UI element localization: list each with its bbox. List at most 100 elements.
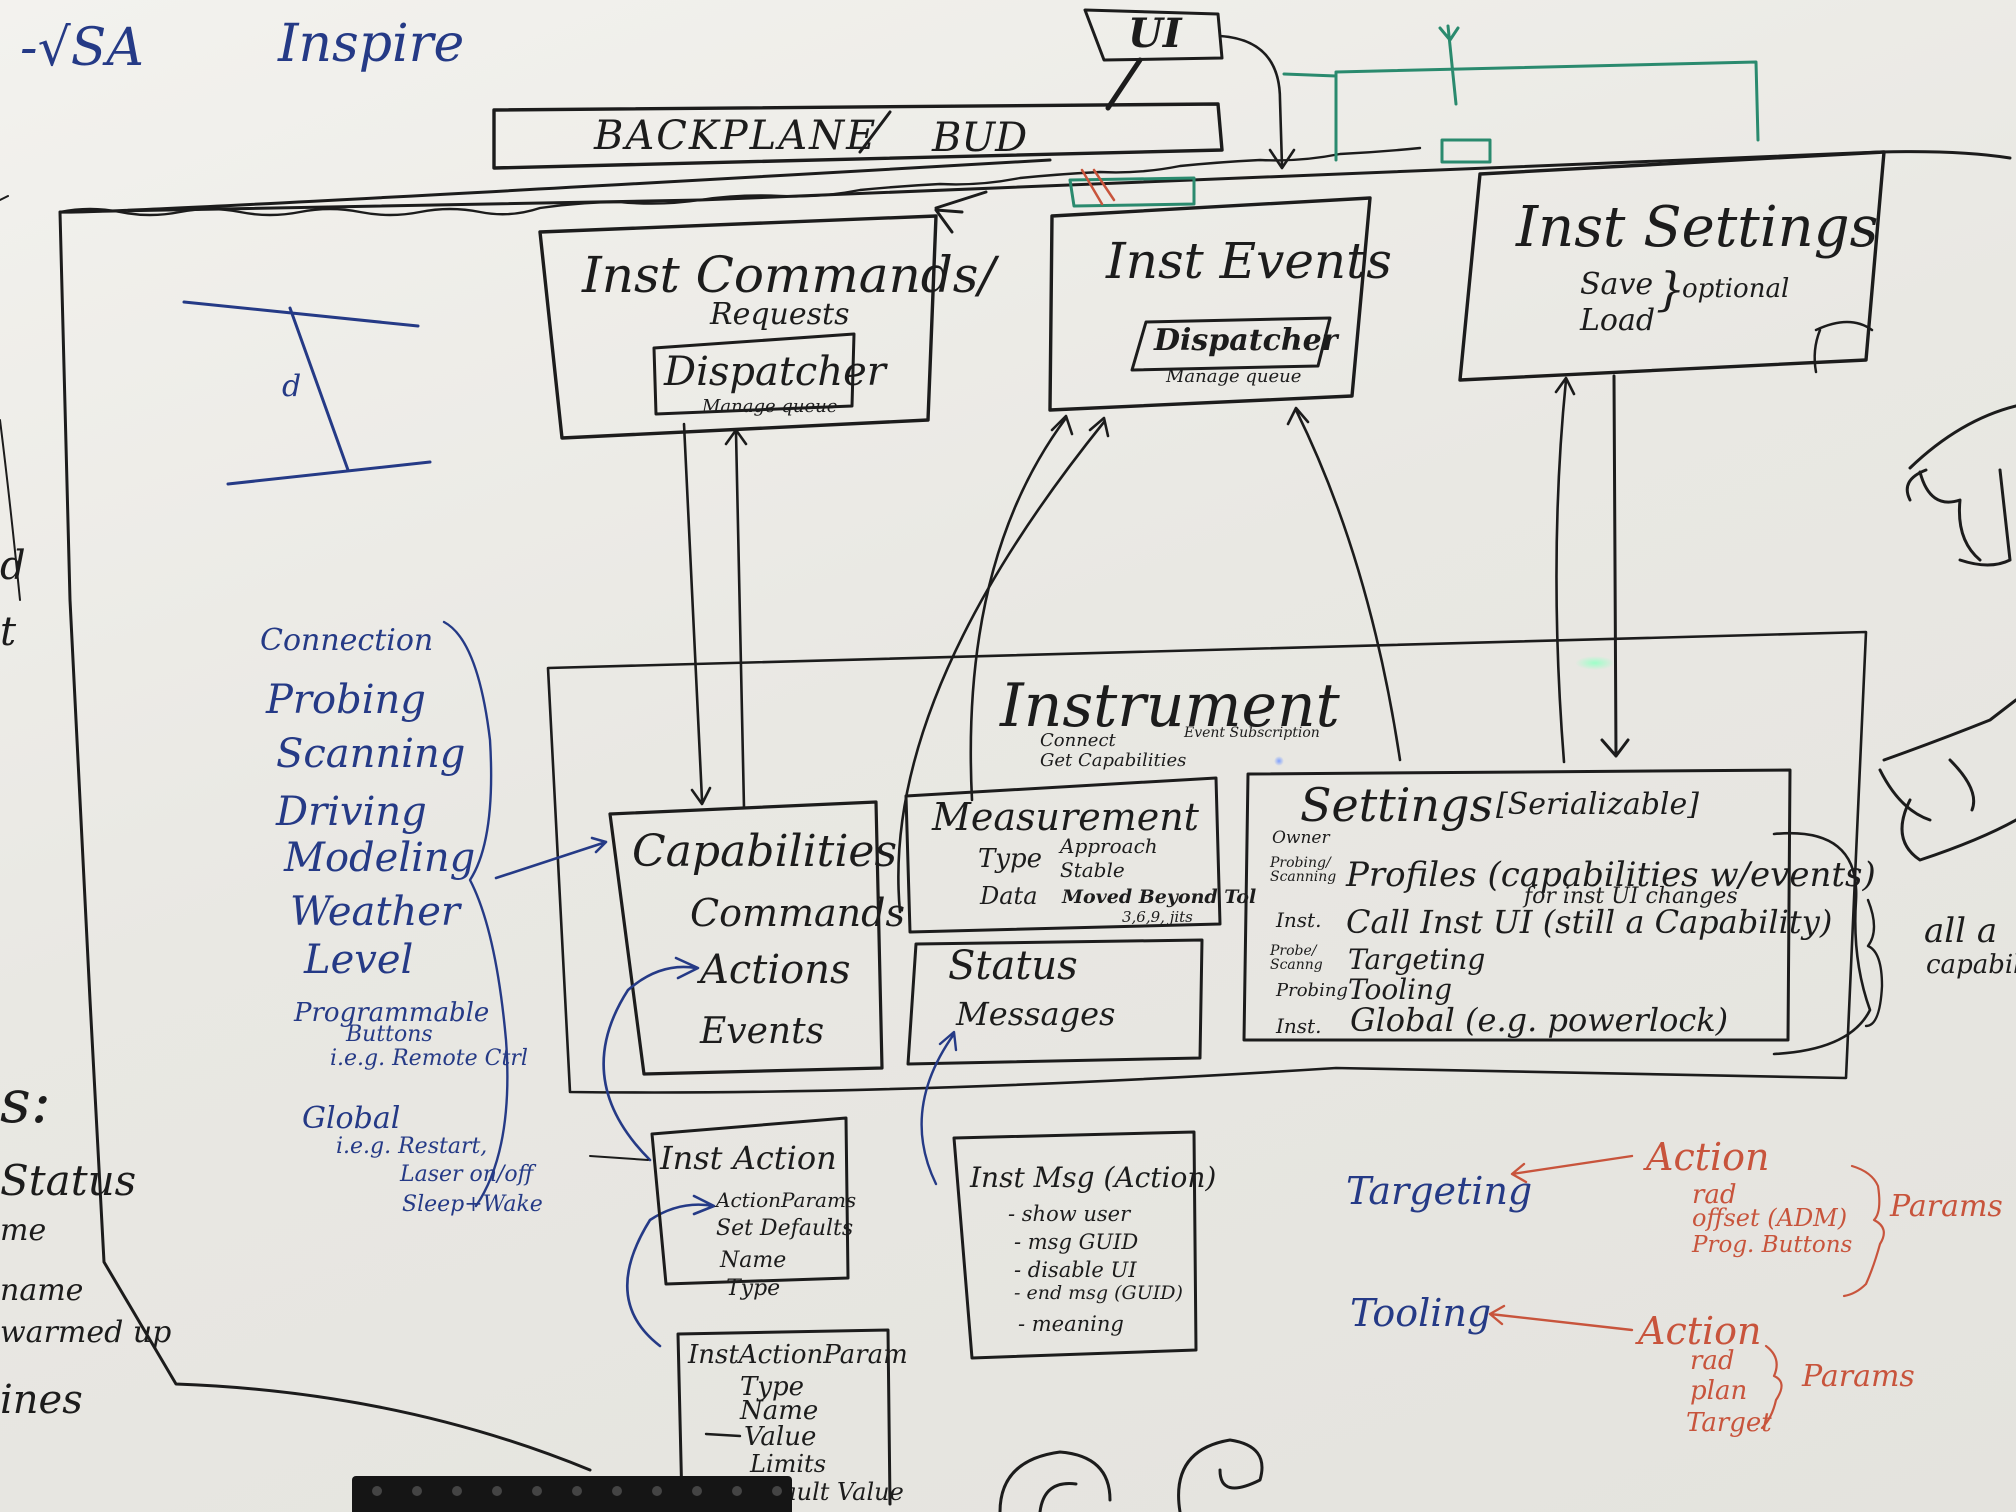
settings-row-text: Targeting: [1348, 943, 1486, 976]
led-reflection: [1575, 656, 1615, 670]
board-mount-bracket: [352, 1476, 792, 1512]
inst-events-box: [1048, 196, 1372, 412]
d-label: d: [282, 369, 302, 404]
inst-action-field: Set Defaults: [716, 1216, 854, 1241]
settings-tag: [Serializable]: [1496, 787, 1699, 822]
inst-action-field: Name: [720, 1248, 787, 1273]
right-note-line2: capabili: [1926, 950, 2016, 980]
capability-item: Level: [304, 937, 414, 983]
inst-msg-field: - show user: [1008, 1202, 1131, 1226]
instrument-event-subscription: Event Subscription: [1184, 725, 1320, 741]
inst-settings-brace: }: [1656, 262, 1686, 316]
measurement-title: Measurement: [932, 795, 1199, 839]
settings-row-owner: Probe/ Scanng: [1270, 943, 1323, 973]
targeting-param: Prog. Buttons: [1692, 1232, 1853, 1258]
settings-row-text: Global (e.g. powerlock): [1350, 1001, 1729, 1039]
backplane-bar: [492, 102, 1224, 170]
measurement-box: [904, 776, 1222, 934]
inst-settings-title: Inst Settings: [1516, 195, 1879, 260]
left-edge-fragment: t: [0, 609, 17, 655]
capabilities-item: Actions: [700, 947, 851, 993]
measurement-moved-beyond: Moved Beyond Tol: [1062, 886, 1257, 908]
inst-action-title: Inst Action: [660, 1139, 837, 1177]
capability-remote: i.e.g. Remote Ctrl: [330, 1046, 528, 1071]
settings-row-owner: Probing/ Scanning: [1270, 855, 1337, 885]
inst-msg-title: Inst Msg (Action): [970, 1161, 1217, 1194]
measurement-data: Data: [980, 882, 1038, 910]
inst-commands-box: [538, 214, 938, 440]
green-connector: [1068, 24, 1760, 208]
tooling-brace-label: Params: [1802, 1359, 1915, 1394]
settings-owner-label: Owner: [1272, 828, 1330, 848]
targeting-action: Action: [1646, 1135, 1770, 1179]
targeting-brace-label: Params: [1890, 1189, 2003, 1224]
inst-action-param-field: Limits: [750, 1450, 827, 1478]
inst-msg-field: - msg GUID: [1014, 1230, 1139, 1254]
ui-tag-shape: [1083, 8, 1224, 62]
status-messages: Messages: [956, 995, 1116, 1033]
sa-label: -√SA: [20, 18, 144, 78]
left-edge-fragment: ines: [0, 1377, 83, 1423]
instrument-get-capabilities: Get Capabilities: [1040, 750, 1187, 771]
instrument-connect: Connect: [1040, 730, 1116, 751]
targeting-label: Targeting: [1346, 1169, 1533, 1213]
capabilities-item: Commands: [690, 891, 905, 935]
tooling-param: plan: [1690, 1376, 1748, 1406]
inst-commands-dispatcher: Dispatcher: [664, 349, 886, 395]
capability-item: Modeling: [284, 835, 476, 881]
bud-label: BUD: [932, 115, 1028, 161]
settings-row-text: Profiles (capabilities w/events): [1346, 855, 1876, 895]
instrument-box: [546, 630, 1868, 1094]
left-edge-fragment: name: [0, 1273, 84, 1308]
inst-commands-title: Inst Commands/: [582, 246, 996, 304]
settings-row-text: Call Inst UI (still a Capability): [1346, 903, 1833, 941]
targeting-param: rad: [1692, 1180, 1737, 1210]
inst-action-param-field: Name: [740, 1396, 819, 1426]
inst-action-box: [650, 1116, 850, 1286]
inst-msg-field: - meaning: [1018, 1312, 1124, 1336]
capability-programmable: Programmable: [294, 998, 490, 1028]
capabilities-item: Events: [700, 1011, 825, 1052]
capability-item: Connection: [260, 623, 434, 658]
inst-events-dispatcher: Dispatcher: [1154, 323, 1338, 358]
inst-action-param-field: Value: [744, 1422, 817, 1452]
measurement-sub-note: 3,6,9, jits: [1122, 908, 1193, 926]
led-reflection-blue: [1274, 756, 1284, 766]
settings-row-owner: Probing: [1276, 980, 1348, 1001]
capability-buttons: Buttons: [346, 1022, 433, 1047]
settings-row-sub: for inst UI changes: [1524, 884, 1738, 909]
left-edge-fragment: warmed up: [0, 1315, 172, 1350]
capability-item: Probing: [266, 677, 426, 723]
settings-row-text: Tooling: [1348, 973, 1453, 1006]
left-edge-fragment: me: [0, 1213, 47, 1248]
settings-row-owner: Inst.: [1276, 1014, 1322, 1038]
capability-global: Global: [302, 1101, 401, 1136]
inst-commands-queue: Manage queue: [702, 396, 838, 417]
tooling-param: Target: [1686, 1408, 1772, 1438]
left-edge-fragment: Status: [0, 1156, 137, 1205]
inst-msg-field: - end msg (GUID): [1014, 1282, 1183, 1304]
ui-tag-label: UI: [1128, 10, 1182, 57]
right-note-line1: all a: [1924, 911, 1998, 951]
inst-action-param-box: [676, 1328, 892, 1506]
left-edge-fragment: s:: [0, 1067, 52, 1137]
capabilities-title: Capabilities: [632, 826, 898, 877]
capability-brace: [442, 620, 509, 1208]
inst-settings-optional: optional: [1682, 274, 1790, 304]
measurement-stable: Stable: [1060, 858, 1125, 882]
inst-action-field: ActionParams: [716, 1188, 857, 1212]
inst-commands-requests: Requests: [710, 297, 850, 332]
status-box: [906, 938, 1204, 1066]
tooling-param: rad: [1690, 1346, 1735, 1376]
measurement-type: Type: [978, 844, 1043, 874]
inst-msg-field: - disable UI: [1014, 1258, 1137, 1282]
inst-events-queue: Manage queue: [1166, 366, 1302, 387]
tooling-action: Action: [1638, 1309, 1762, 1353]
inst-action-param-title: InstActionParam: [688, 1340, 908, 1370]
targeting-param: offset (ADM): [1692, 1204, 1848, 1232]
capability-global-example: Sleep+Wake: [402, 1192, 543, 1217]
inst-events-title: Inst Events: [1106, 232, 1392, 290]
backplane-label: BACKPLANE: [594, 113, 878, 159]
